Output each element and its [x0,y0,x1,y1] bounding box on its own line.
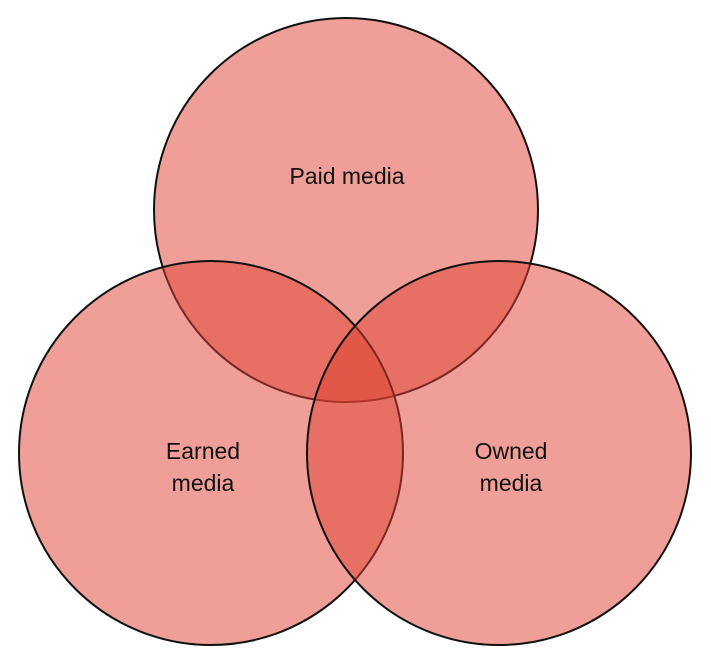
label-earned-line2: media [171,470,235,496]
circle-owned-media [306,260,692,646]
label-owned-line1: Owned [474,438,548,464]
label-paid-text: Paid media [289,163,405,189]
label-paid-media: Paid media [247,160,447,192]
label-earned-line1: Earned [165,438,241,464]
label-earned-media: Earned media [103,435,303,499]
label-owned-line2: media [479,470,543,496]
label-owned-media: Owned media [411,435,611,499]
